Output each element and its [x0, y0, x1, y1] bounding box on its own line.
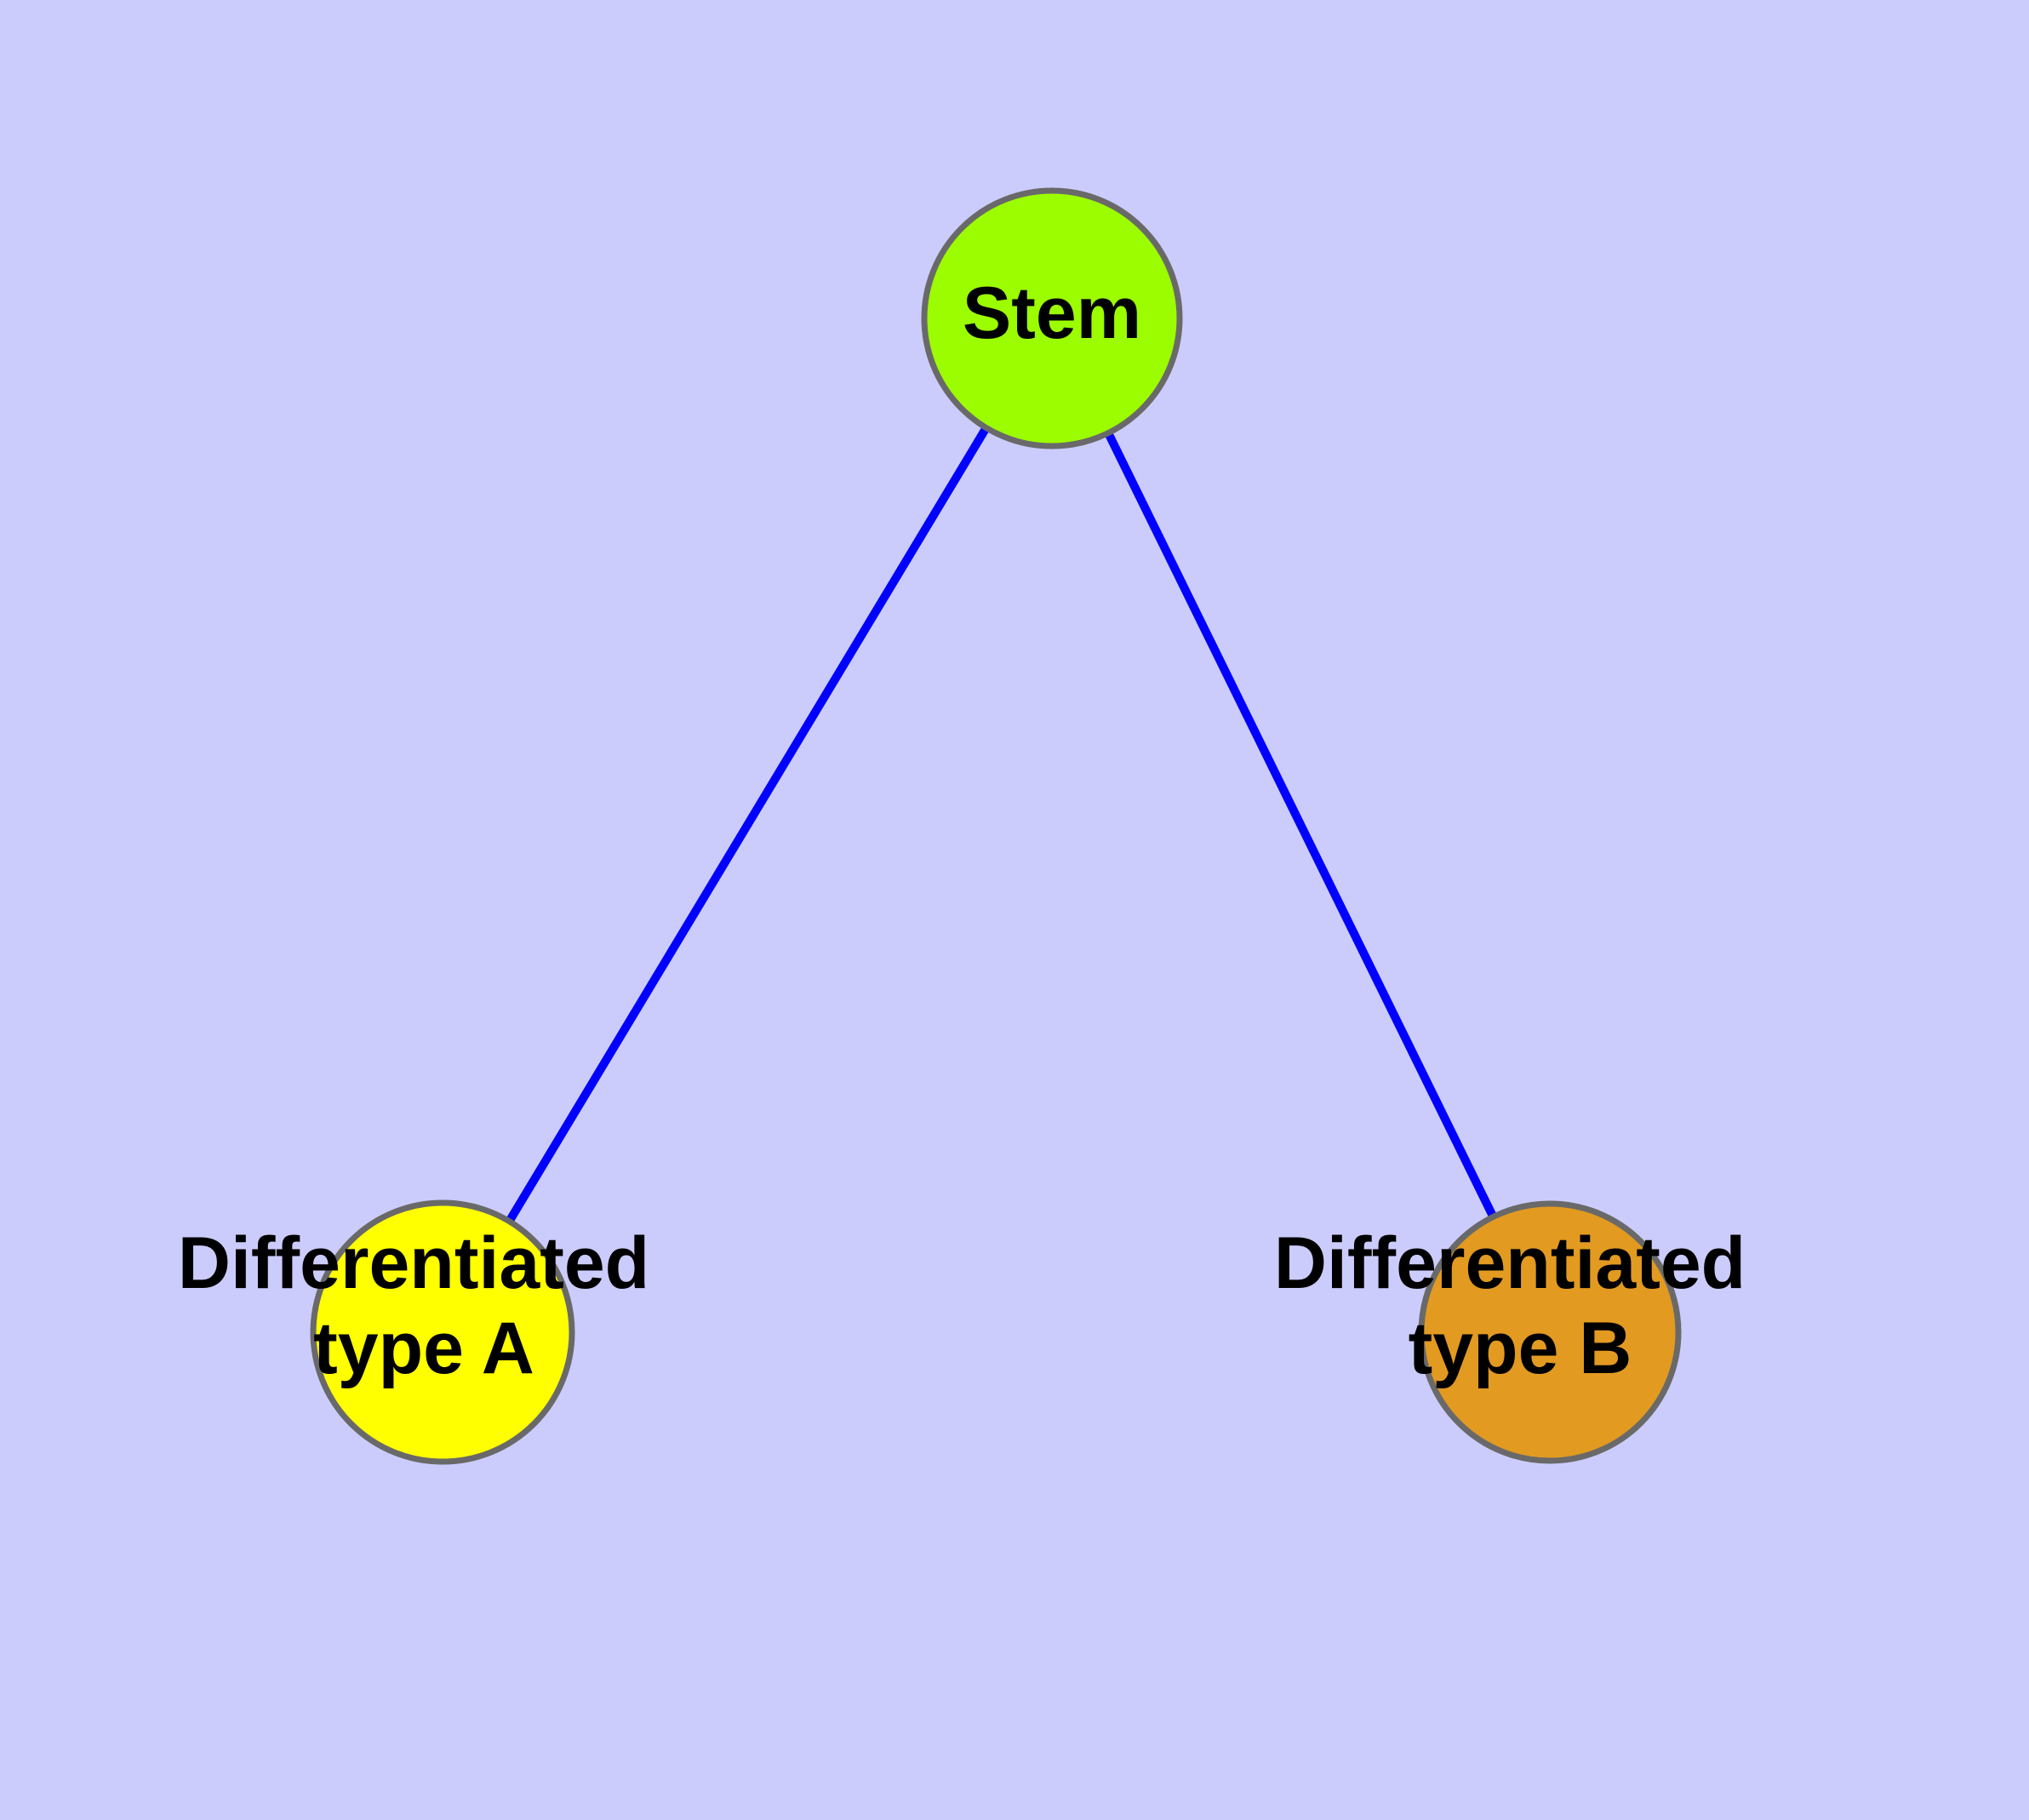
nodes-group: [310, 187, 1682, 1465]
node-stem-label: Stem: [963, 272, 1141, 354]
edges-group: [438, 316, 1554, 1335]
edge-stem-to-differentiated-a[interactable]: [438, 316, 1056, 1335]
node-differentiated-type-b[interactable]: [1418, 1200, 1682, 1464]
labels-group: Stem Differentiated type A Differentiate…: [178, 272, 1766, 1389]
edge-stem-to-differentiated-b[interactable]: [1048, 316, 1554, 1335]
node-differentiated-type-a[interactable]: [310, 1199, 575, 1465]
node-differentiated-type-b-label: Differentiated type B: [1274, 1222, 1766, 1389]
node-stem[interactable]: [921, 187, 1183, 449]
node-differentiated-type-a-label: Differentiated type A: [178, 1222, 670, 1389]
